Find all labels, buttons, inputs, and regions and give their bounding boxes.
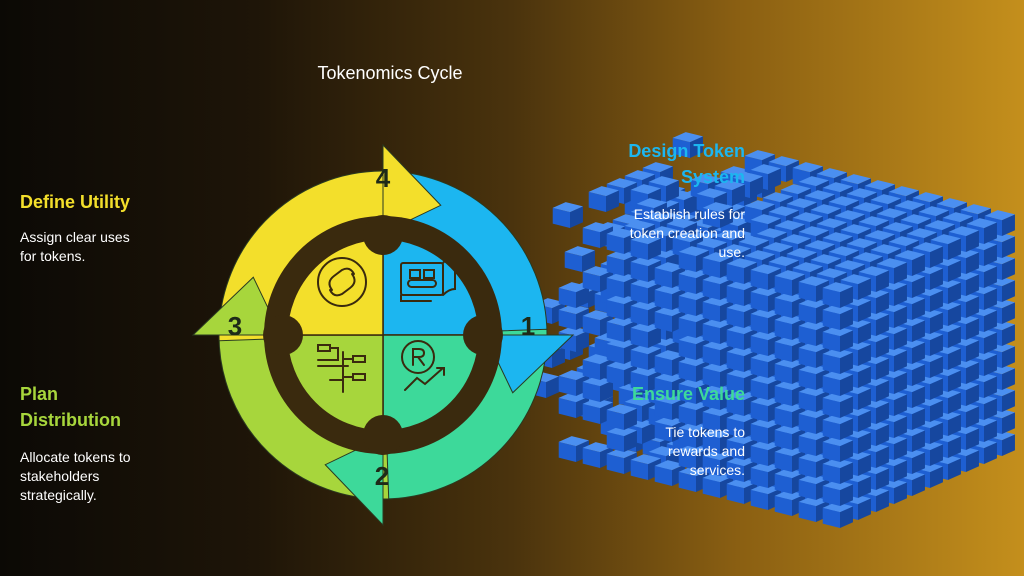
ring-notch (363, 415, 403, 455)
step-number-4: 4 (376, 163, 391, 193)
step-number-2: 2 (375, 461, 389, 491)
ring-notch (263, 315, 303, 355)
step-number-3: 3 (228, 311, 242, 341)
cube-block (588, 186, 619, 212)
cube-block (558, 282, 589, 308)
cube-block (582, 398, 613, 424)
cube-block (552, 202, 583, 228)
cube-block (624, 396, 655, 422)
cube-block (672, 132, 703, 158)
cube-block (702, 202, 733, 228)
ring-notch (363, 215, 403, 255)
cube-block (564, 246, 595, 272)
step-number-1: 1 (521, 311, 535, 341)
cube-block (582, 442, 613, 468)
ensure-value-heading: Ensure Value (631, 384, 745, 404)
ring-notch (463, 315, 503, 355)
cube-block (582, 376, 613, 402)
diagram-title: Tokenomics Cycle (317, 63, 463, 83)
define-utility-heading: Define Utility (20, 192, 131, 212)
